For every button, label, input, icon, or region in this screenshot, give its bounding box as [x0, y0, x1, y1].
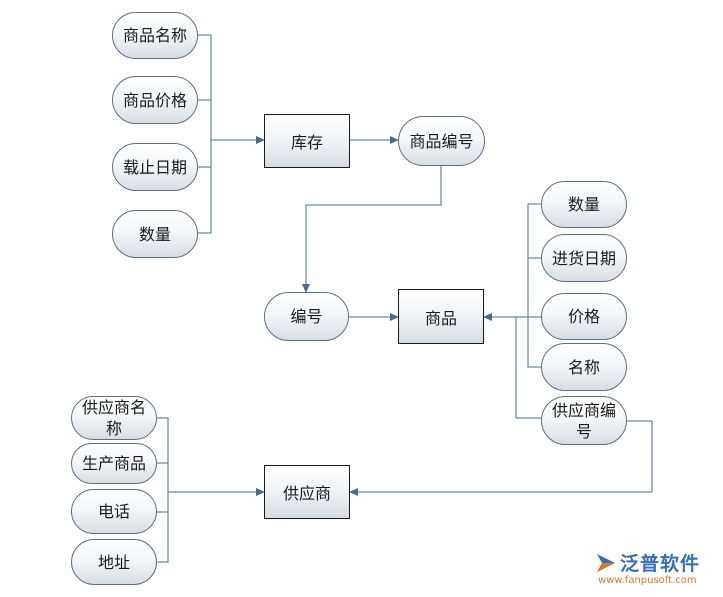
productno-to-no-arrow — [302, 166, 442, 293]
attr-inventory-product-no: 商品编号 — [398, 116, 485, 166]
inventory-attr-bracket — [197, 34, 212, 234]
attr-inventory-name: 商品名称 — [112, 12, 198, 59]
attr-product-name: 名称 — [541, 343, 627, 391]
supplier-attr-bracket — [156, 417, 169, 563]
attr-supplier-address: 地址 — [71, 539, 157, 585]
product-attr-bracket — [527, 203, 541, 368]
fanpusoft-logo: 泛普软件 www.fanpusoft.com — [594, 549, 718, 591]
attr-product-price: 价格 — [541, 293, 627, 340]
entity-product: 商品 — [398, 289, 484, 344]
attr-product-purchase-date: 进货日期 — [541, 234, 627, 282]
attr-product-no: 编号 — [264, 292, 349, 341]
attr-supplier-name: 供应商名称 — [71, 396, 157, 440]
attr-supplier-products: 生产商品 — [71, 443, 157, 484]
fanpu-logo-icon — [597, 554, 615, 572]
entity-supplier: 供应商 — [264, 465, 350, 519]
logo-url: www.fanpusoft.com — [598, 575, 697, 586]
attr-product-quantity: 数量 — [541, 181, 627, 228]
supplierno-to-supplier-arrow — [349, 420, 653, 496]
attr-product-supplier-no: 供应商编号 — [541, 396, 627, 445]
attr-inventory-price: 商品价格 — [112, 76, 198, 124]
product-supplierno-bracket — [515, 317, 541, 419]
attr-inventory-deadline: 载止日期 — [112, 143, 198, 191]
attr-inventory-quantity: 数量 — [112, 210, 198, 258]
attr-supplier-phone: 电话 — [71, 489, 157, 534]
logo-text: 泛普软件 — [620, 553, 701, 575]
entity-inventory: 库存 — [264, 114, 350, 168]
